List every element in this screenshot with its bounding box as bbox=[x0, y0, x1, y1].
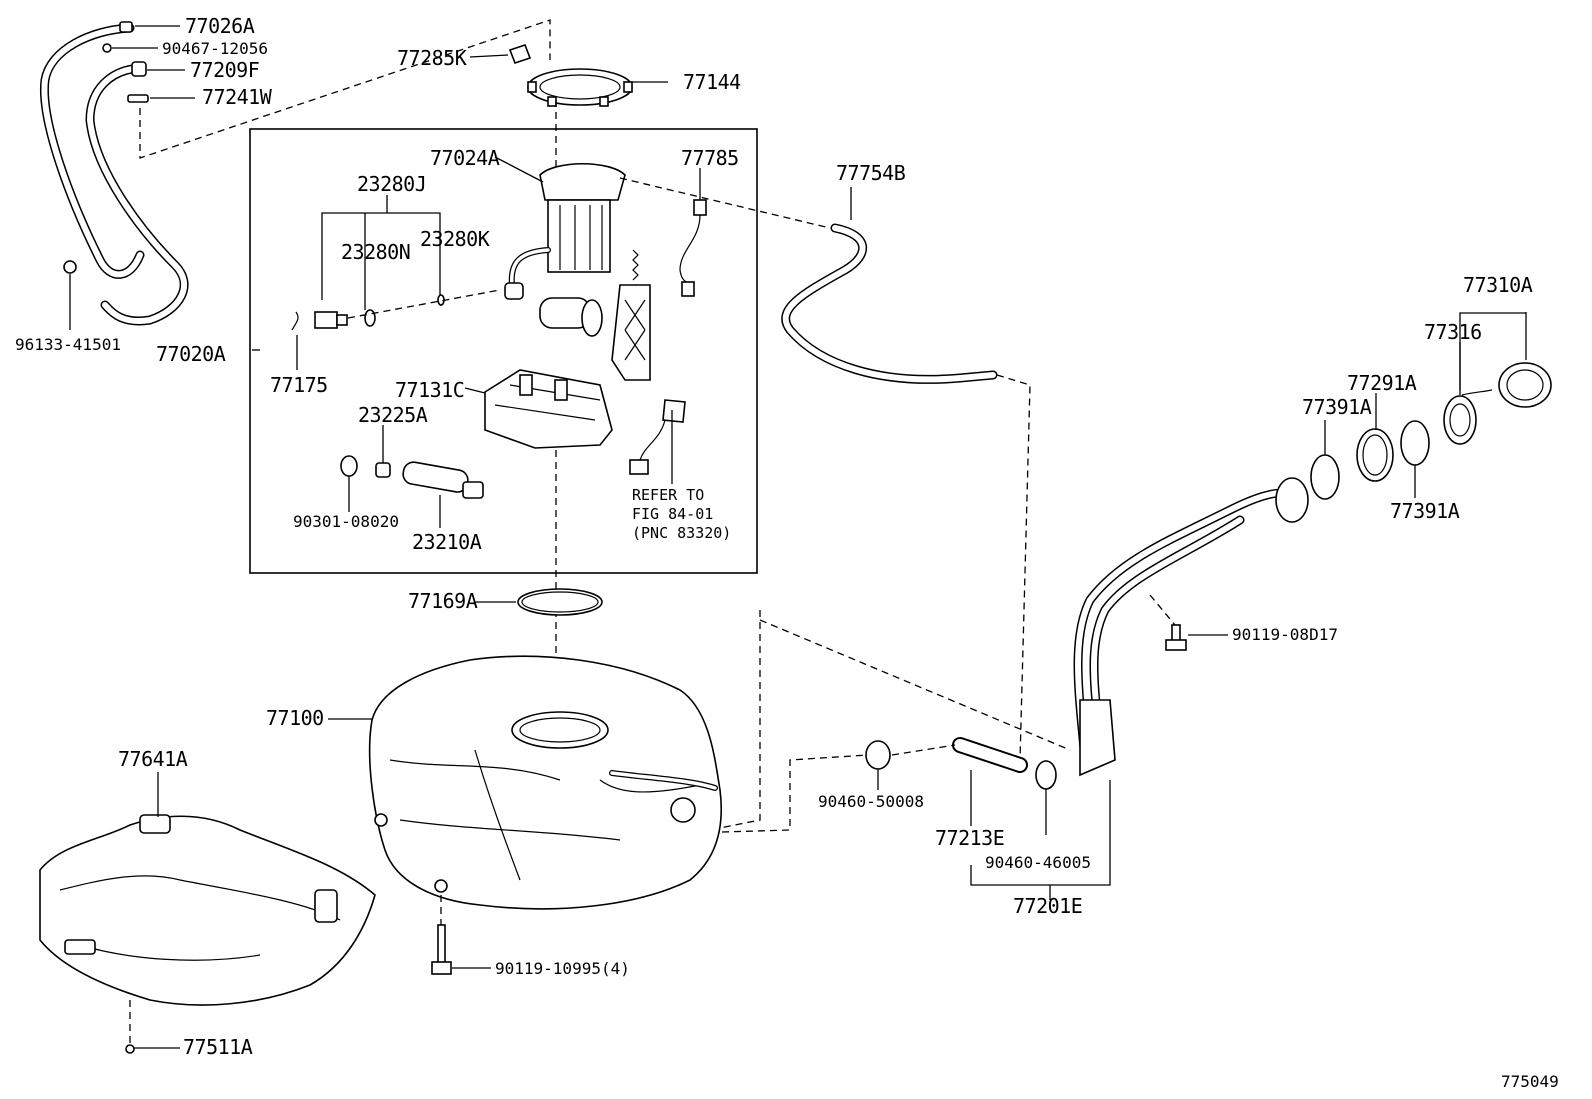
part-label: 23280K bbox=[420, 227, 490, 251]
part-label: 23210A bbox=[412, 530, 482, 554]
diagram-number: 775049 bbox=[1501, 1072, 1559, 1091]
sender-wire bbox=[679, 168, 707, 297]
part-label: 77213E bbox=[935, 826, 1004, 850]
refer-note-line3: (PNC 83320) bbox=[632, 524, 731, 542]
labels: 77026A 90467-12056 77209F 77241W 96133-4… bbox=[15, 14, 1559, 1091]
part-label: 77291A bbox=[1347, 371, 1417, 395]
gasket-77169a bbox=[475, 588, 603, 616]
pump-bracket bbox=[464, 369, 613, 449]
part-label: 90467-12056 bbox=[162, 39, 268, 58]
pump-module-box bbox=[249, 128, 758, 574]
part-label: 77144 bbox=[683, 70, 741, 94]
part-label: 96133-41501 bbox=[15, 335, 121, 354]
part-label: 77175 bbox=[270, 373, 328, 397]
tank-protector bbox=[39, 772, 376, 1054]
filler-hose-group bbox=[719, 610, 1111, 900]
clip-77285k bbox=[508, 43, 532, 65]
part-label: 77241W bbox=[202, 85, 273, 109]
part-label: 77020A bbox=[156, 342, 226, 366]
fuel-pump-module bbox=[504, 162, 651, 381]
part-label: 77511A bbox=[183, 1035, 253, 1059]
part-label: 77131C bbox=[395, 378, 464, 402]
retainer-ring bbox=[527, 68, 633, 107]
part-label: 90301-08020 bbox=[293, 512, 399, 531]
part-label: 23280N bbox=[341, 240, 410, 264]
part-label: 77026A bbox=[185, 14, 255, 38]
part-label: 23225A bbox=[358, 403, 428, 427]
part-label: 77209F bbox=[190, 58, 259, 82]
part-label: 77785 bbox=[681, 146, 739, 170]
part-label: 90460-50008 bbox=[818, 792, 924, 811]
sender-gauge bbox=[629, 399, 686, 484]
part-label: 77285K bbox=[397, 46, 467, 70]
tank-bolt bbox=[431, 895, 491, 975]
fuel-pump-motor bbox=[340, 425, 484, 528]
vent-hose-77754b bbox=[619, 177, 1031, 761]
part-label: 90119-10995(4) bbox=[495, 959, 630, 978]
part-label: 90460-46005 bbox=[985, 853, 1091, 872]
filter-set-bracket bbox=[252, 195, 501, 370]
part-label: 77391A bbox=[1390, 499, 1460, 523]
vent-leaders bbox=[69, 19, 551, 330]
part-label: 77169A bbox=[408, 589, 478, 613]
part-label: 77024A bbox=[430, 146, 500, 170]
part-label: 90119-08D17 bbox=[1232, 625, 1338, 644]
fuel-tank bbox=[328, 655, 723, 910]
vent-tube-assembly bbox=[39, 21, 189, 326]
filler-pipe bbox=[1073, 477, 1309, 777]
refer-note-line1: REFER TO bbox=[632, 486, 704, 504]
part-label: 77310A bbox=[1463, 273, 1533, 297]
part-label: 77201E bbox=[1013, 894, 1082, 918]
part-label: 23280J bbox=[357, 172, 426, 196]
part-label: 77391A bbox=[1302, 395, 1372, 419]
part-label: 77754B bbox=[836, 161, 906, 185]
part-label: 77641A bbox=[118, 747, 188, 771]
refer-note-line2: FIG 84-01 bbox=[632, 505, 713, 523]
fuel-cap-assembly bbox=[1310, 312, 1552, 500]
part-label: 77316 bbox=[1424, 320, 1482, 344]
part-label: 77100 bbox=[266, 706, 324, 730]
